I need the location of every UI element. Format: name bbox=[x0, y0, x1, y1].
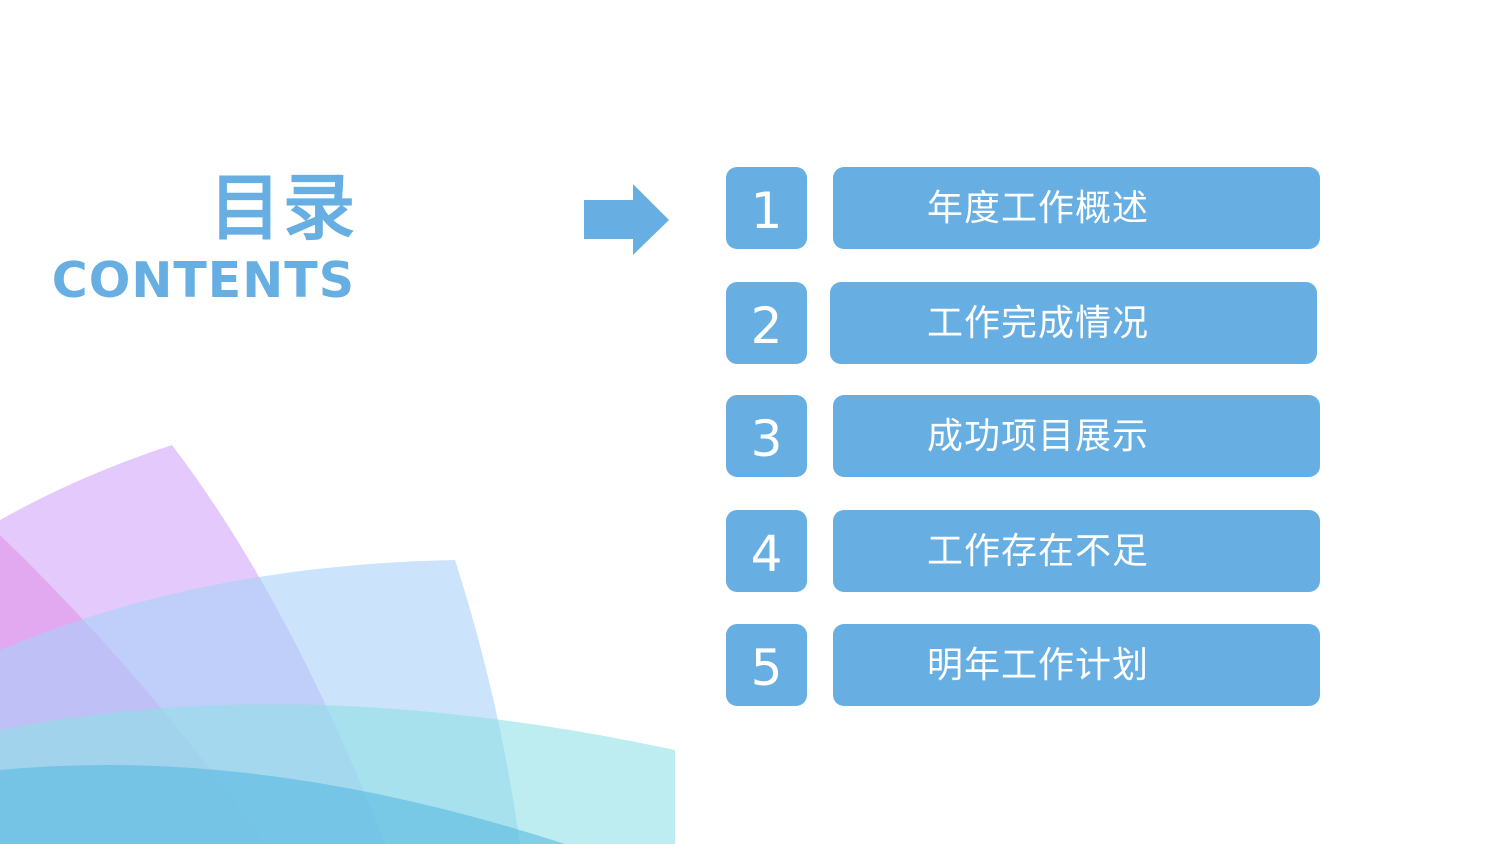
petal-lightblue bbox=[0, 560, 520, 844]
item-number-2: 2 bbox=[726, 282, 807, 364]
page-title: 目录 bbox=[208, 166, 357, 250]
toc-item-successful-projects[interactable]: 成功项目展示 bbox=[833, 395, 1320, 477]
arrow-right-icon bbox=[584, 184, 669, 255]
toc-item-shortcomings[interactable]: 工作存在不足 bbox=[833, 510, 1320, 592]
page-subtitle: CONTENTS bbox=[51, 252, 355, 309]
toc-item-work-completion[interactable]: 工作完成情况 bbox=[830, 282, 1317, 364]
toc-item-annual-overview[interactable]: 年度工作概述 bbox=[833, 167, 1320, 249]
petal-magenta bbox=[0, 535, 265, 844]
item-number-5: 5 bbox=[726, 624, 807, 706]
toc-item-next-year-plan[interactable]: 明年工作计划 bbox=[833, 624, 1320, 706]
item-number-3: 3 bbox=[726, 395, 807, 477]
petal-cyan bbox=[0, 704, 675, 844]
petal-purple bbox=[0, 445, 385, 844]
item-number-1: 1 bbox=[726, 167, 807, 249]
petal-blue bbox=[0, 764, 565, 844]
item-number-4: 4 bbox=[726, 510, 807, 592]
